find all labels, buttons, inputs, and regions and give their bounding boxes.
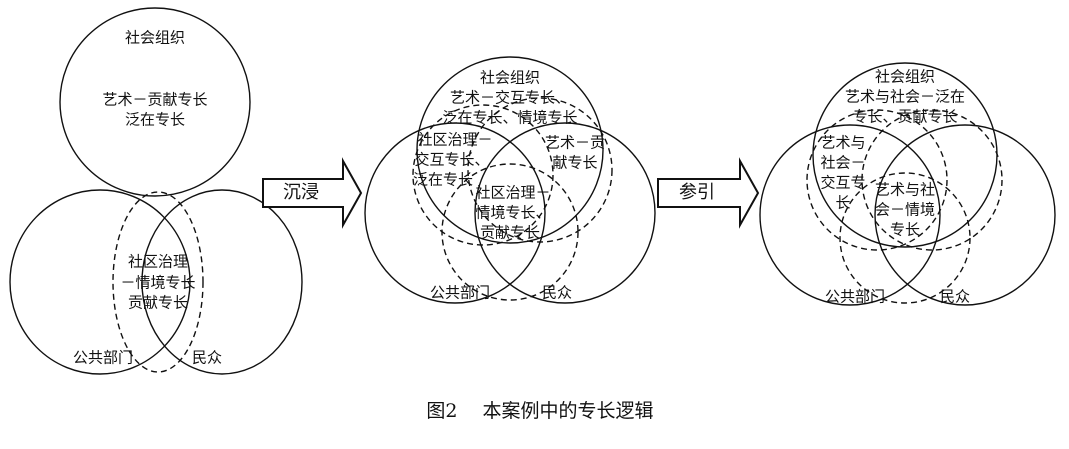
public-label: 民众 <box>542 284 572 302</box>
left-overlap-text: 社区治理－ <box>417 131 492 149</box>
arrow-reference: 参引 <box>657 157 760 229</box>
center-text: 专长 <box>890 221 920 239</box>
left-overlap-text: 交互专长、 <box>414 151 489 169</box>
social-text: 泛在专长 <box>125 111 185 129</box>
overlap-text: 社区治理 <box>128 253 188 271</box>
stage3-venn: 社会组织 艺术与社会－泛在 专长、贡献专长 艺术与 社会－ 交互专 长 艺术与社… <box>759 62 1056 306</box>
center-overlap-dashed <box>441 163 579 301</box>
right-overlap-dashed <box>467 97 613 243</box>
social-text: 艺术－交互专长、 <box>450 89 570 107</box>
arrow-immersion: 沉浸 <box>262 157 363 229</box>
left-overlap-text: 泛在专长 <box>413 171 473 189</box>
public-sector-label: 公共部门 <box>430 284 490 302</box>
public-sector-circle <box>9 189 191 375</box>
social-org-label: 社会组织 <box>875 68 935 86</box>
social-text: 艺术与社会－泛在 <box>845 88 965 106</box>
social-org-circle <box>59 7 251 197</box>
public-sector-circle <box>364 122 546 304</box>
figure-caption: 图2 本案例中的专长逻辑 <box>426 400 653 422</box>
left-overlap-text: 社会－ <box>820 154 865 172</box>
social-text: 艺术－贡献专长 <box>102 91 207 109</box>
public-circle <box>874 124 1056 306</box>
left-overlap-text: 艺术与 <box>820 134 865 152</box>
social-text: 泛在专长、情境专长 <box>442 109 577 127</box>
public-label: 民众 <box>940 288 970 306</box>
public-sector-label: 公共部门 <box>825 288 885 306</box>
left-overlap-text: 长 <box>835 194 850 212</box>
center-text: 情境专长、 <box>475 204 550 222</box>
public-circle <box>474 122 656 304</box>
overlap-text: 贡献专长 <box>128 294 188 312</box>
public-circle <box>141 189 303 375</box>
arrow-label: 参引 <box>679 182 715 203</box>
left-overlap-text: 交互专 <box>820 174 865 192</box>
center-text: 社区治理－ <box>475 184 550 202</box>
social-text: 专长、贡献专长 <box>852 108 957 126</box>
social-org-label: 社会组织 <box>480 69 540 87</box>
stage2-venn: 社会组织 艺术－交互专长、 泛在专长、情境专长 社区治理－ 交互专长、 泛在专长… <box>364 56 656 304</box>
public-sector-label: 公共部门 <box>73 349 133 367</box>
left-overlap-dashed <box>806 109 948 251</box>
left-overlap-dashed <box>412 104 554 246</box>
right-overlap-text: 献专长 <box>552 154 597 172</box>
center-text: 会－情境 <box>875 201 935 219</box>
stage1-venn: 社会组织 艺术－贡献专长 泛在专长 社区治理 －情境专长 贡献专长 公共部门 民… <box>9 7 303 375</box>
right-overlap-dashed <box>861 109 1003 251</box>
right-overlap-text: 艺术－贡 <box>545 134 605 152</box>
arrow-label: 沉浸 <box>283 182 319 203</box>
public-label: 民众 <box>192 349 222 367</box>
overlap-text: －情境专长 <box>120 274 195 292</box>
center-text: 艺术与社 <box>875 181 935 199</box>
right-arrow-icon <box>657 157 760 229</box>
center-overlap-dashed <box>839 172 971 304</box>
right-arrow-icon <box>262 157 363 229</box>
public-sector-circle <box>759 124 941 306</box>
social-org-label: 社会组织 <box>125 29 185 47</box>
overlap-dashed <box>112 191 204 373</box>
center-text: 贡献专长 <box>480 224 540 242</box>
